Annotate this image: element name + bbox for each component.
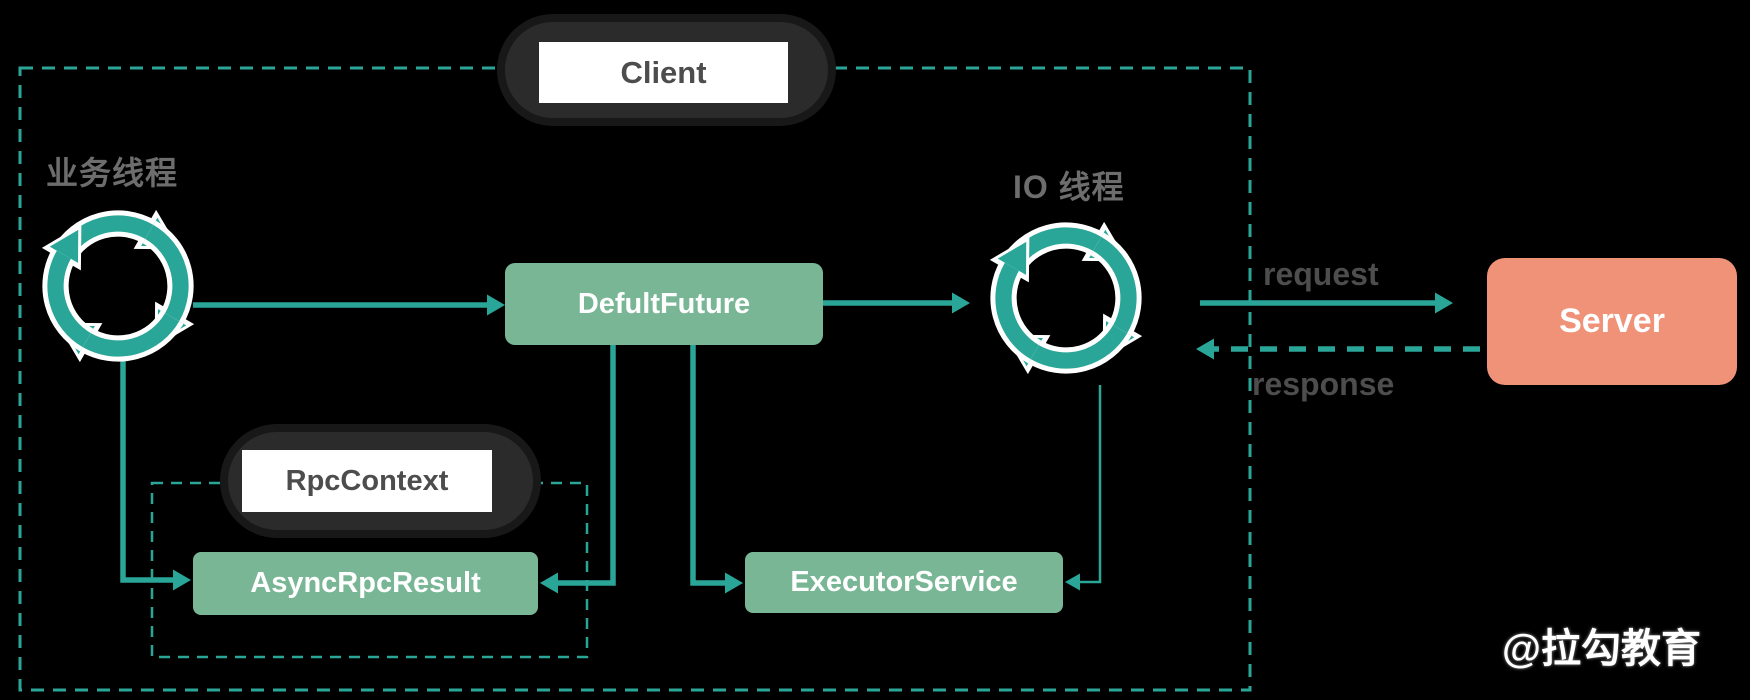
server-node: Server <box>1487 258 1737 385</box>
arrow-request <box>1200 292 1453 314</box>
asyncrpcresult-node: AsyncRpcResult <box>193 552 538 615</box>
defultfuture-node: DefultFuture <box>505 263 823 345</box>
request-label: request <box>1263 256 1379 292</box>
arrow-defultfuture-to-executorservice <box>690 345 743 594</box>
io-thread-loop-arrows-icon <box>990 222 1142 374</box>
io-thread-label: IO 线程 <box>1013 169 1125 205</box>
arrow-business-to-defultfuture <box>193 294 505 316</box>
client-label: Client <box>539 42 788 103</box>
business-thread-loop-arrows-icon <box>42 210 194 362</box>
watermark: @拉勾教育 <box>1502 627 1702 671</box>
executorservice-node: ExecutorService <box>745 552 1063 613</box>
arrow-defultfuture-to-asyncrpcresult <box>540 345 616 594</box>
response-label: response <box>1252 366 1395 402</box>
arrow-response <box>1196 338 1480 360</box>
arrow-io-to-executorservice <box>1065 385 1102 591</box>
client-boundary-box <box>18 66 1252 692</box>
arrow-defultfuture-to-io <box>823 292 970 314</box>
business-thread-label: 业务线程 <box>46 155 179 191</box>
rpccontext-label: RpcContext <box>242 450 492 512</box>
arrow-business-to-asyncrpcresult <box>120 350 191 591</box>
